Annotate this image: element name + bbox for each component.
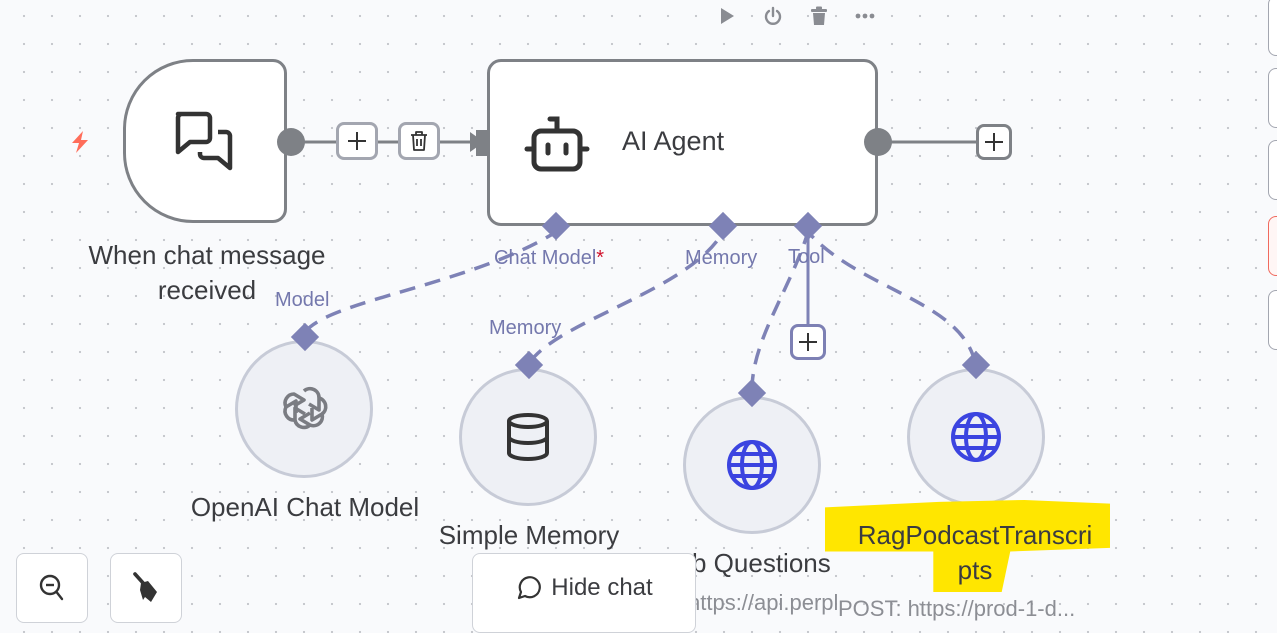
delete-node-button[interactable]: [796, 2, 842, 30]
broom-icon: [133, 572, 157, 602]
port-label-memory: Memory: [685, 247, 758, 269]
trash-icon: [411, 131, 427, 151]
web-questions-tool-node[interactable]: [683, 396, 821, 534]
trigger-node-when-chat-message-received[interactable]: [123, 59, 287, 223]
simple-memory-label: Simple Memory: [438, 520, 620, 550]
side-panel-button-1[interactable]: [1268, 0, 1277, 56]
delete-connection-button[interactable]: [398, 122, 440, 160]
chat-icon: [518, 576, 542, 600]
openai-chat-model-label: OpenAI Chat Model: [190, 492, 420, 522]
agent-output-handle[interactable]: [864, 128, 892, 156]
play-icon: [721, 8, 734, 24]
trigger-output-handle[interactable]: [277, 128, 305, 156]
agent-add-next-node-button[interactable]: [976, 124, 1012, 160]
insert-node-button[interactable]: [336, 122, 378, 160]
clear-execution-button[interactable]: [110, 553, 182, 623]
plus-icon: [799, 333, 817, 351]
port-label-tool: Tool: [788, 246, 825, 268]
zoom-out-icon: [39, 574, 64, 601]
side-panel-button-3[interactable]: [1268, 140, 1277, 200]
execute-node-button[interactable]: [704, 2, 750, 30]
lightning-icon: [72, 131, 88, 153]
rag-podcast-transcripts-tool-node[interactable]: [907, 368, 1045, 506]
robot-icon: [524, 116, 590, 172]
side-panel-button-2[interactable]: [1268, 68, 1277, 128]
trash-icon: [811, 6, 827, 25]
trigger-node-label: When chat message received: [60, 238, 354, 308]
side-panel-button-4[interactable]: [1268, 216, 1277, 276]
ai-agent-node[interactable]: AI Agent: [487, 59, 878, 226]
zoom-out-button[interactable]: [16, 553, 88, 623]
trigger-label-line2: received: [157, 275, 257, 305]
rag-label-line2: pts: [957, 555, 993, 585]
rag-podcast-subtitle: POST: https://prod-1-d...: [838, 596, 1076, 621]
database-icon: [507, 413, 549, 461]
chat-bubbles-icon: [175, 111, 233, 171]
trigger-label-line1: When chat message: [88, 240, 326, 270]
agent-title: AI Agent: [622, 126, 725, 156]
edge-tool-2: [806, 230, 977, 363]
globe-icon: [951, 412, 1001, 462]
side-panel-button-5[interactable]: [1268, 290, 1277, 350]
port-chat-model-text: Chat Model: [494, 247, 597, 269]
web-questions-subtitle: https://api.perpl: [688, 590, 839, 615]
plus-icon: [348, 132, 366, 150]
web-questions-label: b Questions: [692, 548, 831, 578]
hide-chat-label: Hide chat: [551, 574, 653, 601]
openai-chat-model-node[interactable]: [235, 340, 373, 478]
ellipsis-icon: [855, 13, 875, 19]
plus-icon: [985, 133, 1003, 151]
power-icon: [764, 6, 782, 25]
simple-memory-node[interactable]: [459, 368, 597, 506]
openai-icon: [283, 386, 328, 430]
trigger-badge: [66, 128, 94, 161]
deactivate-node-button[interactable]: [750, 2, 796, 30]
hide-chat-button[interactable]: Hide chat: [472, 553, 696, 633]
globe-icon: [727, 440, 777, 490]
port-label-chat-model: Chat Model*: [494, 247, 604, 270]
rag-podcast-transcripts-label: RagPodcastTranscri pts: [830, 518, 1120, 588]
add-tool-button[interactable]: [790, 324, 826, 360]
node-toolbar: [704, 2, 888, 30]
subnode-port-label-model: Model: [275, 289, 330, 311]
rag-label-line1: RagPodcastTranscri: [857, 520, 1093, 550]
subnode-port-label-memory: Memory: [489, 317, 562, 339]
more-options-button[interactable]: [842, 2, 888, 30]
required-asterisk: *: [596, 247, 605, 269]
